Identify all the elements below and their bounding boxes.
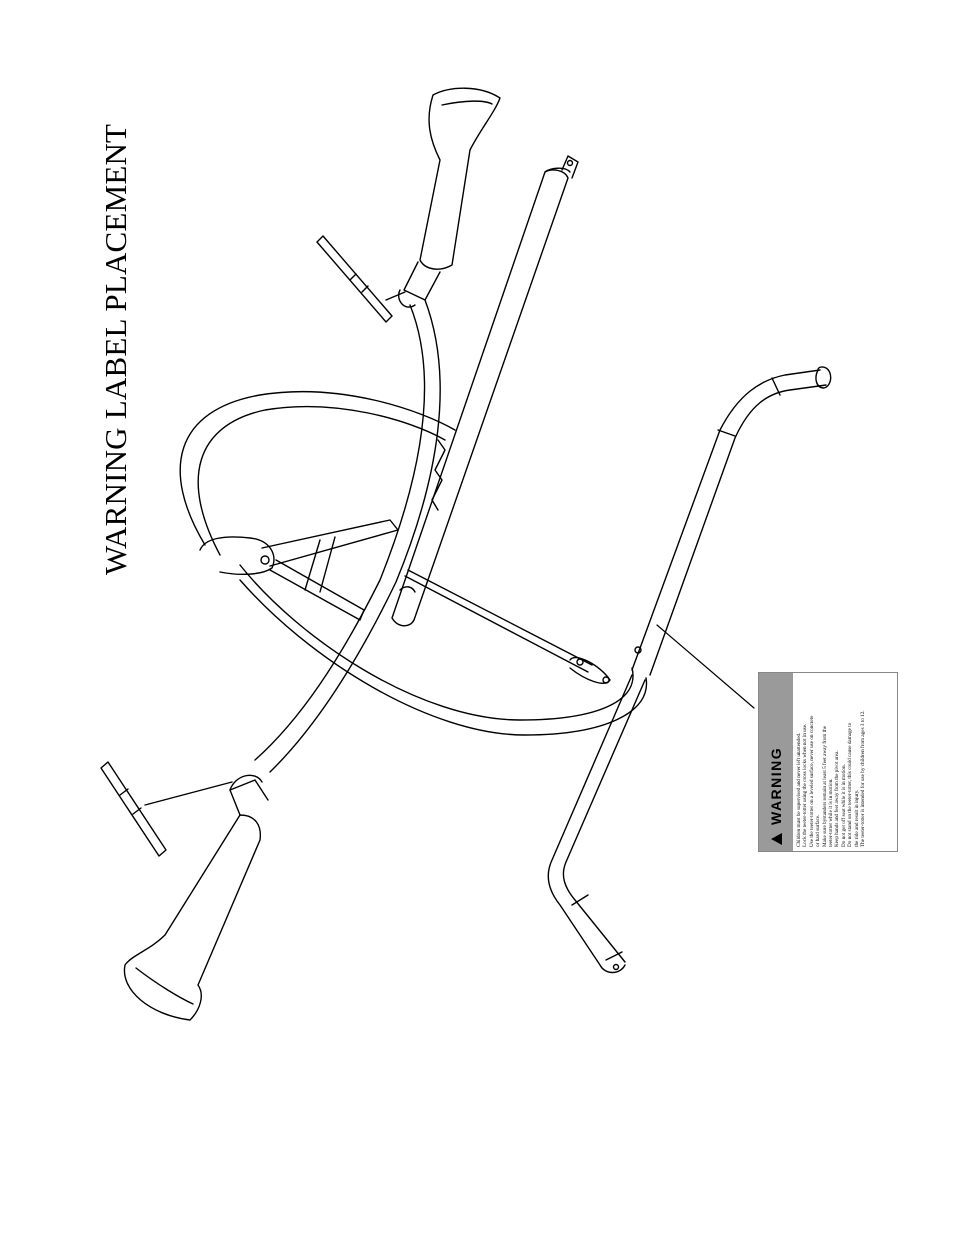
upper-handle: [316, 235, 406, 323]
warning-title: WARNING: [768, 746, 784, 825]
upper-seat: [398, 87, 501, 308]
label-leader-line: [656, 624, 755, 709]
warning-label: WARNING Children must be supervised and …: [758, 672, 898, 852]
warning-header: WARNING: [759, 673, 793, 851]
lower-seat: [123, 774, 269, 1021]
warning-text: Children must be supervised and never le…: [793, 673, 866, 851]
pivot-bracket: [199, 519, 399, 621]
lower-handle: [100, 761, 233, 857]
crossbar: [391, 155, 579, 627]
spring-chain: [404, 439, 611, 684]
warning-line: The teeter-totter is intended for use by…: [860, 710, 867, 847]
seat-arch: [254, 299, 441, 773]
warning-triangle-icon: [770, 833, 782, 845]
base-legs: [547, 366, 832, 974]
rocking-ring: [179, 391, 648, 736]
